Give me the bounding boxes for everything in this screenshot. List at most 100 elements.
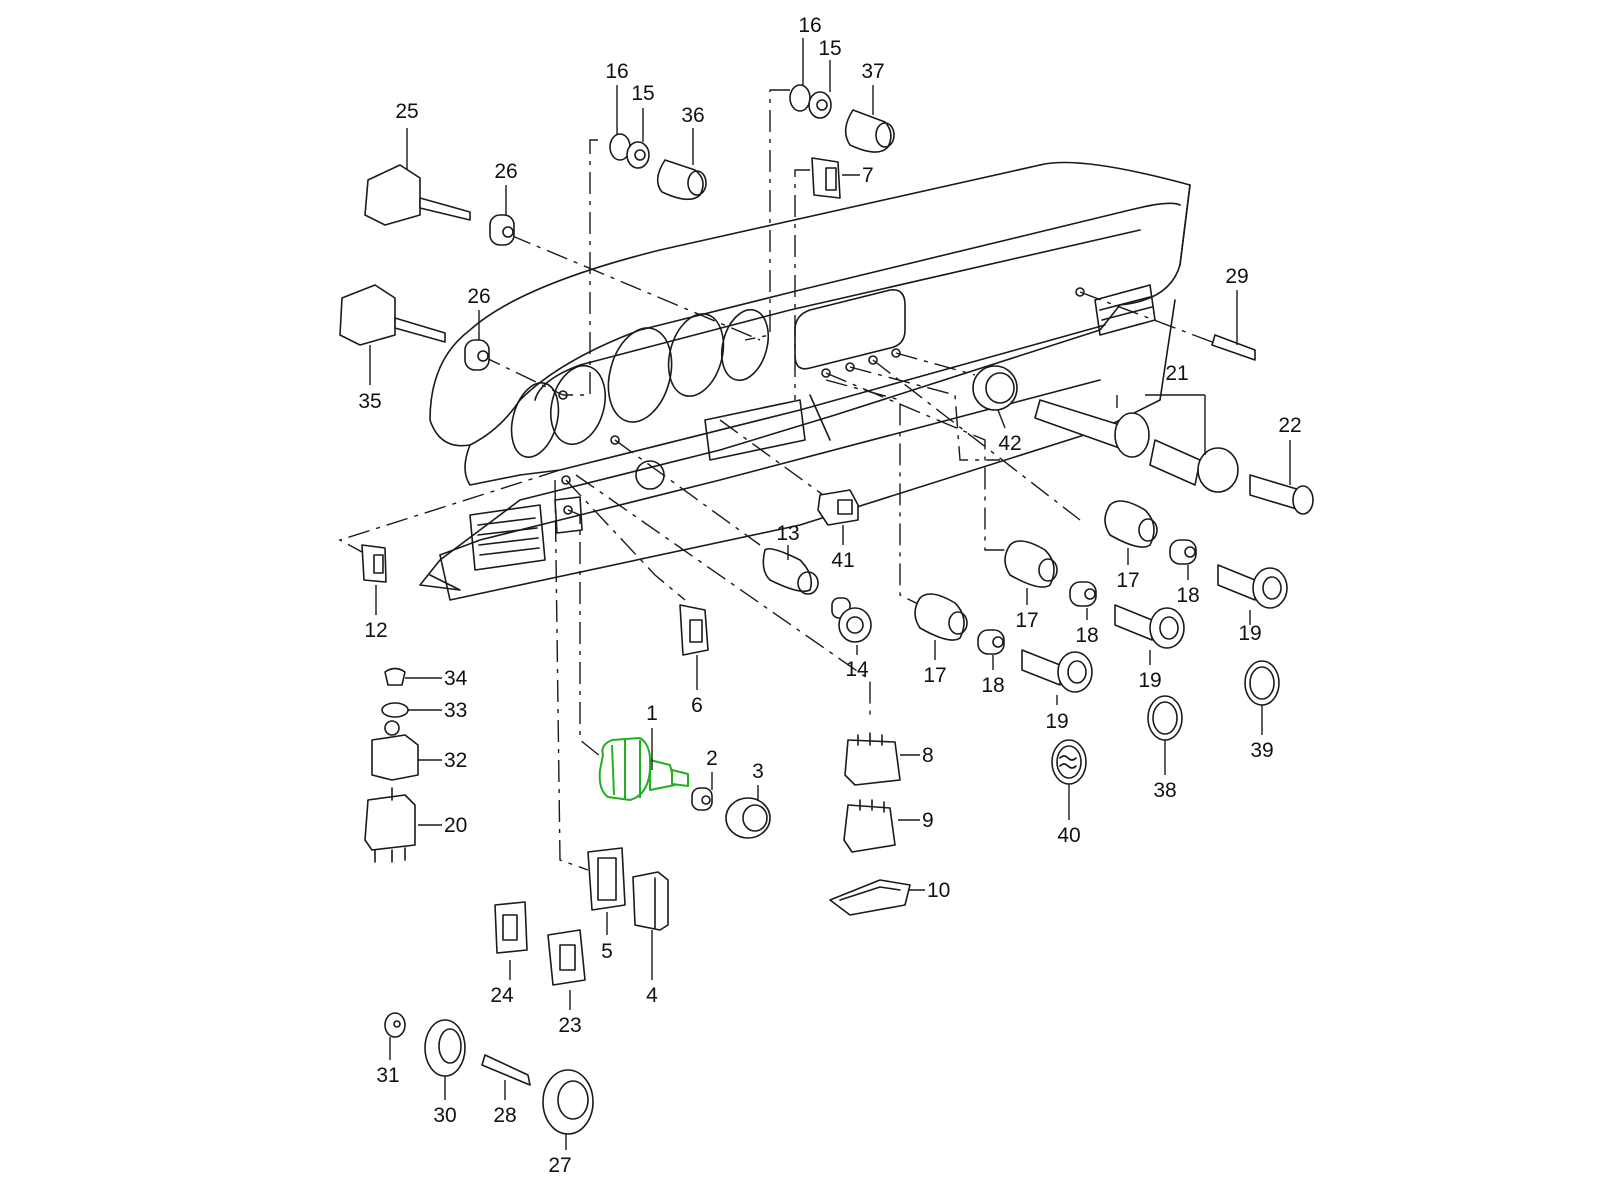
part-8[interactable] xyxy=(844,732,901,786)
part-24[interactable] xyxy=(494,901,528,954)
part-22[interactable] xyxy=(1249,474,1314,515)
label-16-right[interactable]: 16 xyxy=(798,14,821,37)
label-34[interactable]: 34 xyxy=(444,667,468,690)
part-20[interactable] xyxy=(364,787,416,863)
label-38[interactable]: 38 xyxy=(1153,779,1176,802)
part-4[interactable] xyxy=(632,871,669,931)
part-2[interactable] xyxy=(691,787,713,811)
part-31[interactable] xyxy=(384,1012,406,1038)
part-17-b[interactable] xyxy=(1004,540,1058,588)
label-4[interactable]: 4 xyxy=(646,984,658,1007)
label-36[interactable]: 36 xyxy=(681,104,704,127)
label-7[interactable]: 7 xyxy=(862,164,874,187)
label-35[interactable]: 35 xyxy=(358,390,381,413)
label-26-a[interactable]: 26 xyxy=(494,160,517,183)
label-5[interactable]: 5 xyxy=(601,940,613,963)
part-15-nut-left[interactable] xyxy=(626,141,650,169)
part-3[interactable] xyxy=(725,797,771,839)
part-26-a[interactable] xyxy=(489,214,515,246)
label-1[interactable]: 1 xyxy=(646,702,658,725)
label-21[interactable]: 21 xyxy=(1165,362,1188,385)
part-29[interactable] xyxy=(1211,334,1256,361)
label-15-right[interactable]: 15 xyxy=(818,37,841,60)
label-27[interactable]: 27 xyxy=(548,1154,571,1177)
label-22[interactable]: 22 xyxy=(1278,414,1301,437)
part-9[interactable] xyxy=(843,799,896,853)
label-37[interactable]: 37 xyxy=(861,60,884,83)
label-25[interactable]: 25 xyxy=(395,100,418,123)
label-16-left[interactable]: 16 xyxy=(605,60,628,83)
label-18-c[interactable]: 18 xyxy=(981,674,1004,697)
label-15-left[interactable]: 15 xyxy=(631,82,654,105)
label-9[interactable]: 9 xyxy=(922,809,934,832)
part-19-c[interactable] xyxy=(1021,649,1093,693)
part-6[interactable] xyxy=(679,604,709,656)
part-26-b[interactable] xyxy=(464,339,490,371)
part-19-a[interactable] xyxy=(1217,564,1288,609)
part-13[interactable] xyxy=(762,547,819,595)
label-13[interactable]: 13 xyxy=(776,522,799,545)
label-23[interactable]: 23 xyxy=(558,1014,581,1037)
part-34[interactable] xyxy=(384,667,406,686)
part-18-b[interactable] xyxy=(1069,581,1097,607)
label-18-a[interactable]: 18 xyxy=(1176,584,1199,607)
part-17-c[interactable] xyxy=(914,593,968,641)
part-37-knob[interactable] xyxy=(844,109,895,153)
label-39[interactable]: 39 xyxy=(1250,739,1273,762)
part-35[interactable] xyxy=(339,284,446,346)
part-27[interactable] xyxy=(542,1069,594,1135)
label-17-b[interactable]: 17 xyxy=(1015,609,1038,632)
label-19-c[interactable]: 19 xyxy=(1045,710,1068,733)
part-32[interactable] xyxy=(371,720,419,781)
label-20[interactable]: 20 xyxy=(444,814,467,837)
label-8[interactable]: 8 xyxy=(922,744,934,767)
part-38-rear-fog-button[interactable] xyxy=(1147,695,1183,741)
part-14[interactable] xyxy=(831,597,872,643)
label-31[interactable]: 31 xyxy=(376,1064,399,1087)
label-41[interactable]: 41 xyxy=(831,549,854,572)
part-28[interactable] xyxy=(481,1054,531,1086)
label-10[interactable]: 10 xyxy=(927,879,950,902)
part-1-highlighted[interactable] xyxy=(598,737,689,801)
label-17-c[interactable]: 17 xyxy=(923,664,946,687)
part-19-b[interactable] xyxy=(1114,604,1185,649)
label-26-b[interactable]: 26 xyxy=(467,285,490,308)
part-36-knob[interactable] xyxy=(656,159,707,201)
label-42[interactable]: 42 xyxy=(998,432,1021,455)
label-17-a[interactable]: 17 xyxy=(1116,569,1139,592)
part-21-lighter-assembly[interactable] xyxy=(1034,399,1239,493)
label-40[interactable]: 40 xyxy=(1057,824,1080,847)
label-33[interactable]: 33 xyxy=(444,699,467,722)
part-17-a[interactable] xyxy=(1104,500,1158,548)
label-6[interactable]: 6 xyxy=(691,694,703,717)
label-2[interactable]: 2 xyxy=(706,747,718,770)
label-24[interactable]: 24 xyxy=(490,984,514,1007)
part-23[interactable] xyxy=(547,929,586,986)
label-12[interactable]: 12 xyxy=(364,619,387,642)
part-12[interactable] xyxy=(361,544,387,583)
label-30[interactable]: 30 xyxy=(433,1104,456,1127)
part-5[interactable] xyxy=(587,847,626,911)
part-42[interactable] xyxy=(972,365,1018,411)
label-14[interactable]: 14 xyxy=(845,658,869,681)
part-18-c[interactable] xyxy=(977,629,1005,655)
part-41[interactable] xyxy=(817,489,859,526)
label-32[interactable]: 32 xyxy=(444,749,467,772)
part-7[interactable] xyxy=(811,157,841,199)
part-16-washer-right[interactable] xyxy=(789,84,811,112)
part-18-a[interactable] xyxy=(1169,539,1197,565)
part-30[interactable] xyxy=(424,1019,466,1077)
part-39-fog-light-button[interactable] xyxy=(1244,660,1280,706)
label-29[interactable]: 29 xyxy=(1225,265,1248,288)
part-15-nut-right[interactable] xyxy=(808,91,832,119)
label-19-a[interactable]: 19 xyxy=(1238,622,1261,645)
part-33[interactable] xyxy=(381,702,409,718)
label-18-b[interactable]: 18 xyxy=(1075,624,1098,647)
label-19-b[interactable]: 19 xyxy=(1138,669,1161,692)
label-3[interactable]: 3 xyxy=(752,760,764,783)
part-40-defrost-button[interactable] xyxy=(1051,739,1087,785)
label-28[interactable]: 28 xyxy=(493,1104,516,1127)
part-25[interactable] xyxy=(364,164,471,226)
part-10[interactable] xyxy=(829,879,911,916)
